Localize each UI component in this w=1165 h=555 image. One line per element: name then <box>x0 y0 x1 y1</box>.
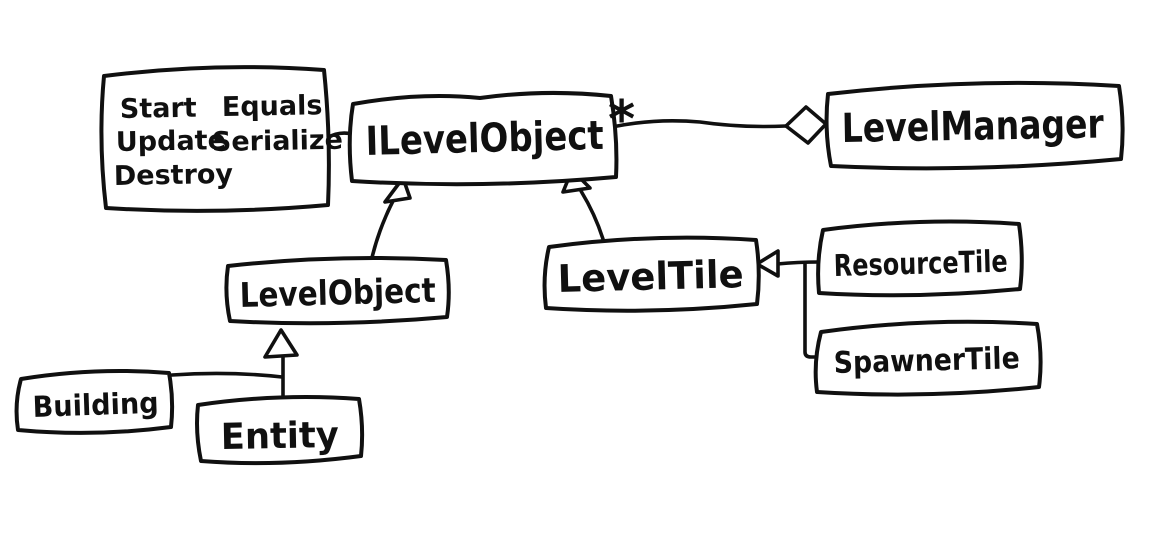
inheritance-arrowhead-icon <box>263 328 299 359</box>
methods-note-box: Start Equals Update Serialize Destroy <box>99 65 344 213</box>
spawnertile-inheritance-line <box>803 261 823 359</box>
class-label-entity: Entity <box>220 415 339 458</box>
class-box-resourcetile: ResourceTile <box>816 219 1024 298</box>
aggregation-line <box>610 118 788 129</box>
aggregation-diamond-icon <box>784 105 828 145</box>
method-label: Destroy <box>114 159 234 192</box>
levelobject-inheritance-line <box>369 197 396 264</box>
class-label-leveltile: LevelTile <box>557 252 744 301</box>
class-box-spawnertile: SpawnerTile <box>813 319 1043 397</box>
class-label-ilevelobject: ILevelObject <box>365 113 604 165</box>
class-label-resourcetile: ResourceTile <box>833 244 1008 284</box>
class-box-levelobject: LevelObject <box>224 256 451 326</box>
class-box-building: Building <box>14 369 175 435</box>
method-label: Serialize <box>212 125 344 158</box>
building-inheritance-line <box>170 371 284 379</box>
class-box-levelmanager: LevelManager <box>824 80 1125 171</box>
class-label-levelmanager: LevelManager <box>841 101 1104 152</box>
leveltile-inheritance-line <box>579 189 605 241</box>
resourcetile-inheritance-line <box>775 260 821 266</box>
method-label: Start <box>120 93 197 125</box>
class-label-building: Building <box>32 386 159 424</box>
method-label: Equals <box>222 90 323 123</box>
class-label-levelobject: LevelObject <box>239 271 436 316</box>
class-label-spawnertile: SpawnerTile <box>833 341 1020 381</box>
class-box-ilevelobject: ILevelObject <box>347 90 619 187</box>
method-label: Update <box>116 125 227 158</box>
inheritance-arrowhead-icon <box>755 249 780 278</box>
class-box-entity: Entity <box>195 395 365 466</box>
class-box-leveltile: LevelTile <box>542 235 761 313</box>
multiplicity-star: * <box>608 90 635 150</box>
